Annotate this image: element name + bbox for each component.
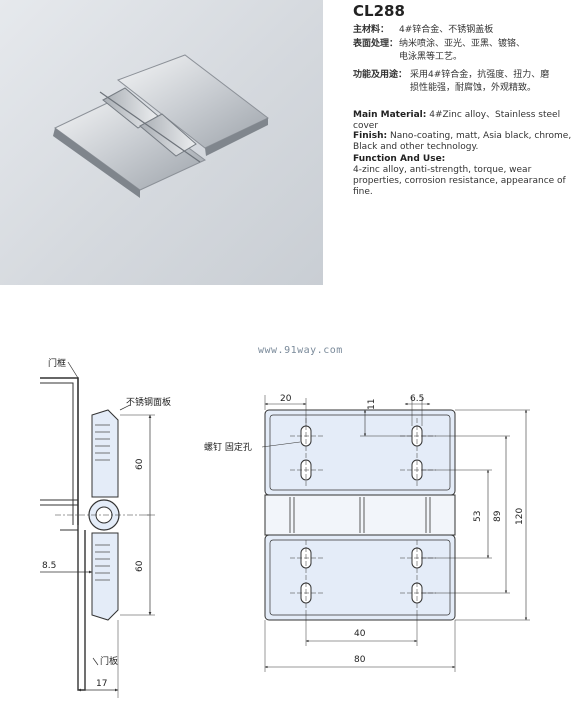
product-photo bbox=[0, 0, 323, 285]
label-screw-holes: 螺钉 固定孔 bbox=[204, 441, 252, 453]
zh-material-row: 主材料： 4#锌合金、不锈钢盖板 bbox=[353, 24, 493, 37]
dim-120: 120 bbox=[515, 508, 525, 525]
en-finish-label: Finish: bbox=[353, 131, 388, 141]
zh-function-value-2: 损性能强，耐腐蚀，外观精致。 bbox=[410, 83, 537, 93]
en-finish-value: Nano-coating, matt, Asia black, chrome, … bbox=[353, 131, 572, 152]
upper-leaf bbox=[264, 409, 456, 496]
label-door-frame: 门框 bbox=[48, 357, 66, 369]
model-title: CL288 bbox=[353, 2, 405, 20]
dim-11: 11 bbox=[367, 399, 377, 410]
en-material: Main Material: 4#Zinc alloy、Stainless st… bbox=[353, 110, 581, 132]
hinge-lower-body bbox=[91, 532, 119, 621]
door-frame-outline bbox=[40, 377, 79, 525]
zh-finish-label: 表面处理： bbox=[353, 39, 399, 49]
dim-40: 40 bbox=[354, 629, 366, 639]
dim-89: 89 bbox=[493, 510, 503, 522]
zh-function-label: 功能及用途： bbox=[353, 70, 408, 80]
dim-17: 17 bbox=[96, 679, 107, 689]
en-function-value: 4-zinc alloy, anti-strength, torque, wea… bbox=[353, 165, 566, 197]
zh-function-row: 功能及用途： 采用4#锌合金，抗强度、扭力、磨 bbox=[353, 69, 549, 82]
side-view: 门框 不锈钢面板 门板 8.5 17 60 60 bbox=[40, 357, 171, 698]
drawing-svg: 门框 不锈钢面板 门板 8.5 17 60 60 bbox=[40, 357, 530, 698]
en-finish: Finish: Nano-coating, matt, Asia black, … bbox=[353, 131, 581, 153]
zh-function-value-1: 采用4#锌合金，抗强度、扭力、磨 bbox=[410, 70, 550, 80]
en-function-label: Function And Use: bbox=[353, 154, 446, 164]
dim-53: 53 bbox=[473, 511, 483, 522]
label-stainless-cover: 不锈钢面板 bbox=[126, 396, 171, 408]
zh-finish-value-2: 电泳黑等工艺。 bbox=[399, 52, 463, 62]
door-panel-outline bbox=[77, 525, 86, 691]
zh-finish-value-1: 纳米喷涂、亚光、亚黑、镀铬、 bbox=[399, 39, 526, 49]
zh-finish-row-2: 电泳黑等工艺。 bbox=[353, 51, 462, 64]
label-door-panel: 门板 bbox=[100, 655, 118, 667]
en-material-label: Main Material: bbox=[353, 110, 427, 120]
hinge-photo-illustration bbox=[53, 54, 269, 198]
dim-60-bottom: 60 bbox=[135, 560, 145, 572]
zh-material-value: 4#锌合金、不锈钢盖板 bbox=[399, 25, 494, 35]
dim-20: 20 bbox=[280, 394, 292, 404]
hinge-upper-body bbox=[91, 409, 119, 498]
zh-material-label: 主材料： bbox=[353, 25, 390, 35]
spec-panel: CL288 主材料： 4#锌合金、不锈钢盖板 表面处理： 纳米喷涂、亚光、亚黑、… bbox=[323, 0, 584, 285]
watermark: www.91way.com bbox=[258, 345, 343, 356]
lower-leaf bbox=[264, 534, 456, 621]
en-material-value: 4#Zinc alloy、Stainless steel cover bbox=[353, 110, 561, 131]
dim-8-5: 8.5 bbox=[42, 561, 56, 571]
technical-drawing: www.91way.com bbox=[0, 285, 584, 706]
dim-80: 80 bbox=[354, 655, 366, 665]
dim-6-5: 6.5 bbox=[410, 394, 424, 404]
zh-finish-row: 表面处理： 纳米喷涂、亚光、亚黑、镀铬、 bbox=[353, 38, 525, 51]
en-function: Function And Use: 4-zinc alloy, anti-str… bbox=[353, 154, 581, 198]
front-view: 螺钉 固定孔 20 11 6.5 53 89 120 40 80 bbox=[204, 394, 530, 672]
zh-function-row-2: 损性能强，耐腐蚀，外观精致。 bbox=[353, 82, 536, 95]
dim-60-top: 60 bbox=[135, 458, 145, 470]
